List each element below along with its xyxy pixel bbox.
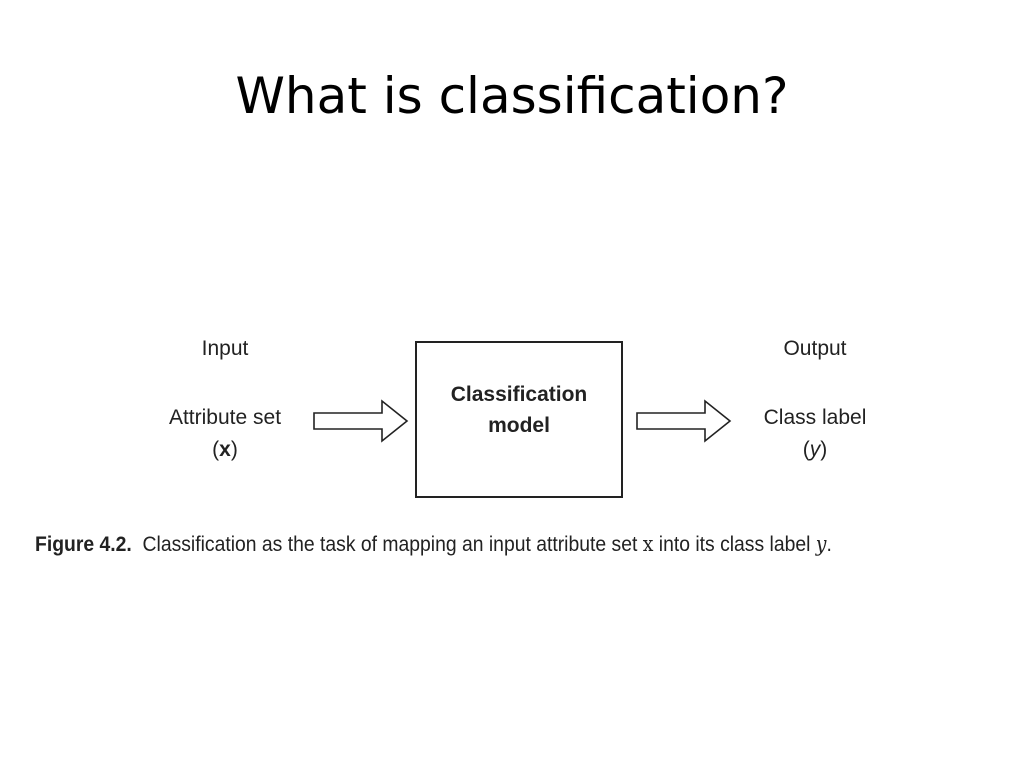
caption-text-before: Classification as the task of mapping an… <box>142 532 638 556</box>
input-symbol: x <box>219 438 231 461</box>
caption-symbol-y: y <box>815 532 827 556</box>
input-paren-close: ) <box>230 438 238 461</box>
caption-text-middle: into its class label <box>658 532 811 556</box>
output-symbol: y <box>809 438 821 461</box>
caption-symbol-x: x <box>642 532 654 556</box>
input-symbol-line: (x) <box>140 438 310 462</box>
input-heading: Input <box>201 337 249 360</box>
output-symbol-line: (y) <box>735 438 895 462</box>
output-paren-open: ( <box>802 438 810 461</box>
output-label: Class label <box>763 406 867 429</box>
input-paren-open: ( <box>212 438 220 461</box>
input-label: Attribute set <box>168 406 282 429</box>
input-arrow <box>313 399 409 443</box>
slide-title: What is classification? <box>235 67 789 125</box>
output-heading: Output <box>783 337 847 360</box>
figure-caption: Figure 4.2. Classification as the task o… <box>35 532 913 557</box>
caption-text-end: . <box>826 532 832 556</box>
output-paren-close: ) <box>820 438 828 461</box>
model-label-line2: model <box>488 413 550 437</box>
output-arrow <box>636 399 732 443</box>
figure-label: Figure 4.2. <box>35 532 132 556</box>
model-label-line1: Classification <box>450 382 588 406</box>
classification-model-box: Classification model <box>415 341 623 498</box>
